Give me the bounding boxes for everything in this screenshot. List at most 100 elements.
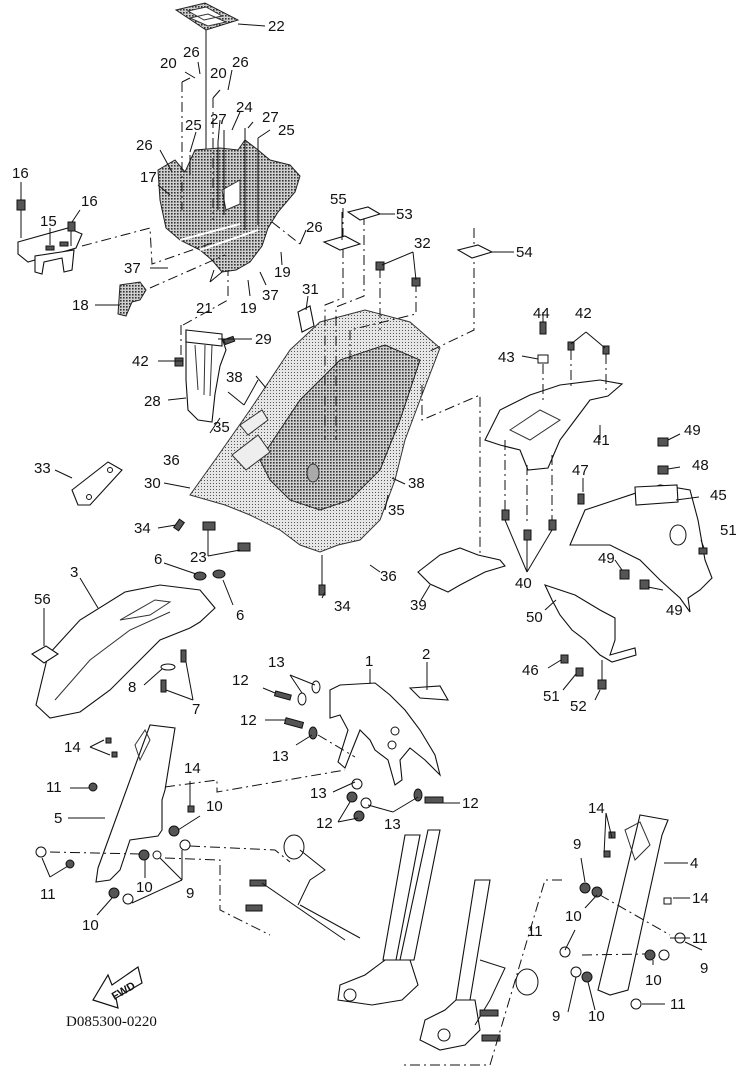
part-34-bolt-b — [318, 584, 326, 596]
part-28-cover — [185, 329, 227, 423]
callout-11: 11 — [40, 886, 56, 903]
callout-27: 27 — [262, 109, 279, 126]
part-50-bracket — [543, 584, 637, 663]
part-53-sticker — [346, 206, 382, 221]
part-4-fork-guard — [597, 814, 669, 996]
part-49-nut-c — [639, 579, 650, 590]
part-2-sticker — [408, 685, 449, 701]
assembly-lines-top — [81, 221, 301, 360]
part-5-fork-guard — [95, 724, 176, 883]
callout-10: 10 — [588, 1008, 605, 1025]
callout-18: 18 — [72, 297, 89, 314]
part-23-clip-a — [202, 521, 216, 531]
callout-56: 56 — [34, 591, 51, 608]
part-42-clip-left — [174, 357, 184, 367]
part-34-bolt-a — [172, 518, 186, 532]
callout-16: 16 — [12, 165, 29, 182]
callout-8: 8 — [128, 679, 136, 696]
callout-16: 16 — [81, 193, 98, 210]
callout-14: 14 — [64, 739, 81, 756]
callout-39: 39 — [410, 597, 427, 614]
callout-33: 33 — [34, 460, 51, 477]
callout-11: 11 — [670, 996, 686, 1013]
part-42-screw-a — [567, 341, 575, 351]
callout-34: 34 — [334, 598, 351, 615]
callout-45: 45 — [710, 487, 727, 504]
callout-11: 11 — [692, 930, 708, 947]
callout-35: 35 — [213, 419, 230, 436]
callout-46: 46 — [522, 662, 539, 679]
part-32-screw-a — [375, 261, 385, 271]
callout-13: 13 — [310, 785, 327, 802]
callout-22: 22 — [268, 18, 285, 35]
hardware-left-guard — [35, 737, 346, 936]
part-40-bolt-b — [523, 529, 532, 541]
callout-28: 28 — [144, 393, 161, 410]
callout-17: 17 — [140, 169, 157, 186]
callout-20: 20 — [210, 65, 227, 82]
callout-3: 3 — [70, 564, 78, 581]
callout-52: 52 — [570, 698, 587, 715]
callout-49: 49 — [666, 602, 683, 619]
callout-24: 24 — [236, 99, 253, 116]
callout-11: 11 — [527, 923, 543, 940]
callout-12: 12 — [240, 712, 257, 729]
part-7-bolt-b — [160, 679, 167, 693]
callout-2: 2 — [422, 646, 430, 663]
callout-30: 30 — [144, 475, 161, 492]
callout-31: 31 — [302, 281, 319, 298]
callout-13: 13 — [384, 816, 401, 833]
callout-54: 54 — [516, 244, 533, 261]
callout-15: 15 — [40, 213, 57, 230]
part-sensor-brackets — [245, 834, 562, 1066]
callout-19: 19 — [274, 264, 291, 281]
part-front-forks — [337, 829, 491, 1051]
callout-41: 41 — [593, 432, 610, 449]
part-47-bolt — [577, 493, 585, 505]
part-51-bolt-a — [698, 547, 708, 555]
callout-10: 10 — [136, 879, 153, 896]
part-16-bolts — [16, 199, 76, 246]
callout-19: 19 — [240, 300, 257, 317]
callout-32: 32 — [414, 235, 431, 252]
callout-7: 7 — [192, 701, 200, 718]
callout-36: 36 — [380, 568, 397, 585]
callout-12: 12 — [232, 672, 249, 689]
callout-47: 47 — [572, 462, 589, 479]
callout-26: 26 — [232, 54, 249, 71]
part-40-bolt-c — [548, 519, 557, 531]
part-41-bracket — [484, 379, 624, 471]
callout-11: 11 — [46, 779, 62, 796]
part-30-rear-fender — [189, 309, 441, 553]
part-33-plate — [71, 461, 123, 506]
part-8-washer — [160, 663, 176, 671]
callout-38: 38 — [408, 475, 425, 492]
callout-42: 42 — [132, 353, 149, 370]
part-55-sticker — [322, 235, 362, 251]
part-45-license-holder — [569, 484, 713, 613]
callout-10: 10 — [206, 798, 223, 815]
part-7-bolt-a — [180, 649, 187, 663]
callout-43: 43 — [498, 349, 515, 366]
callout-1: 1 — [365, 653, 373, 670]
callout-26: 26 — [136, 137, 153, 154]
hardware-12-13 — [273, 680, 444, 822]
part-51-bolt-b — [575, 667, 584, 677]
part-48-nut — [657, 465, 669, 475]
callout-9: 9 — [700, 960, 708, 977]
callout-labels: 22 20 26 20 26 25 27 24 27 25 26 17 16 1… — [12, 18, 737, 1025]
callout-9: 9 — [186, 885, 194, 902]
callout-48: 48 — [692, 457, 709, 474]
part-6-grommet-b — [212, 569, 226, 579]
part-23-clip-b — [237, 542, 251, 552]
callout-42: 42 — [575, 305, 592, 322]
callout-21: 21 — [196, 300, 213, 317]
callout-9: 9 — [552, 1008, 560, 1025]
callout-51: 51 — [543, 688, 560, 705]
part-56-sticker — [31, 645, 60, 664]
callout-9: 9 — [573, 836, 581, 853]
callout-26: 26 — [183, 44, 200, 61]
callout-37: 37 — [124, 260, 141, 277]
callout-55: 55 — [330, 191, 347, 208]
